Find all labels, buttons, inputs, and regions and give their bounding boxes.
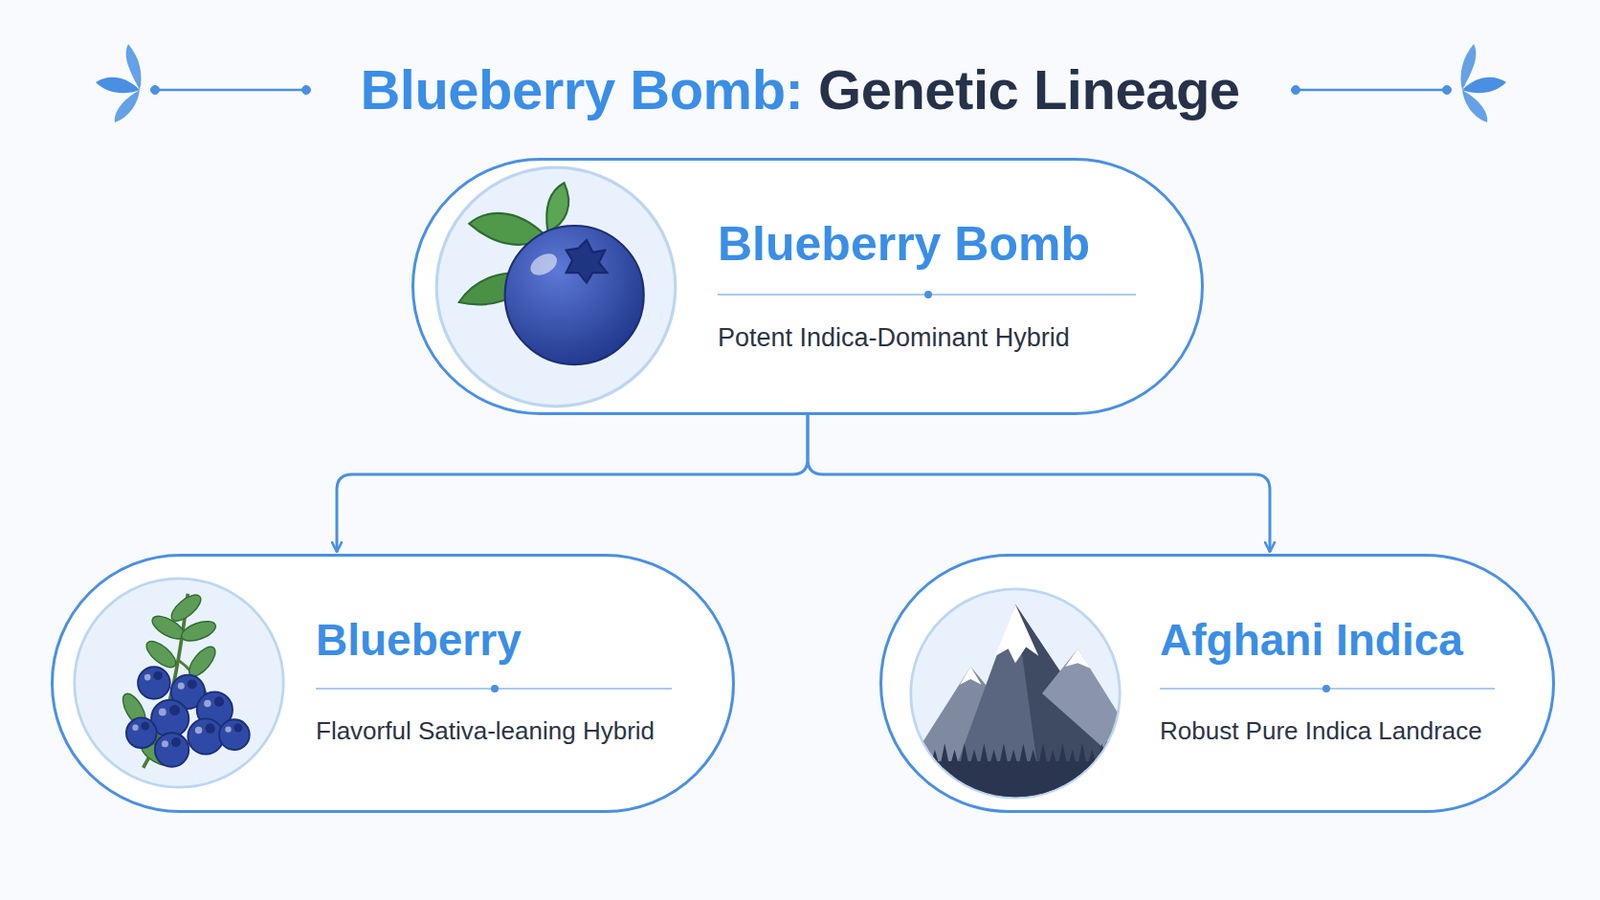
strain-icon (71, 576, 287, 791)
divider-line (411, 288, 1204, 301)
title-bar: Blueberry Bomb: Genetic Lineage (0, 55, 1600, 125)
strain-icon (433, 164, 679, 410)
left-ornament (95, 44, 312, 123)
strain-description: Flavorful Sativa-leaning Hybrid (315, 716, 655, 747)
strain-description: Potent Indica-Dominant Hybrid (717, 322, 1070, 354)
divider-line (50, 683, 735, 695)
lineage-arrow (807, 415, 1270, 553)
lineage-arrow (336, 415, 808, 553)
lineage-box: Afghani IndicaRobust Pure Indica Landrac… (879, 554, 1556, 814)
strain-icon (908, 586, 1123, 801)
strain-name: Blueberry (315, 615, 522, 667)
strain-name: Afghani Indica (1159, 615, 1464, 667)
strain-name: Blueberry Bomb (717, 217, 1090, 273)
strain-description: Robust Pure Indica Landrace (1159, 716, 1483, 747)
diagram-title: Blueberry Bomb: Genetic Lineage (359, 55, 1240, 125)
lineage-box: BlueberryFlavorful Sativa-leaning Hybrid (50, 554, 735, 814)
lineage-box: Blueberry BombPotent Indica-Dominant Hyb… (411, 157, 1204, 416)
divider-line (879, 683, 1556, 695)
right-ornament (1291, 44, 1508, 123)
